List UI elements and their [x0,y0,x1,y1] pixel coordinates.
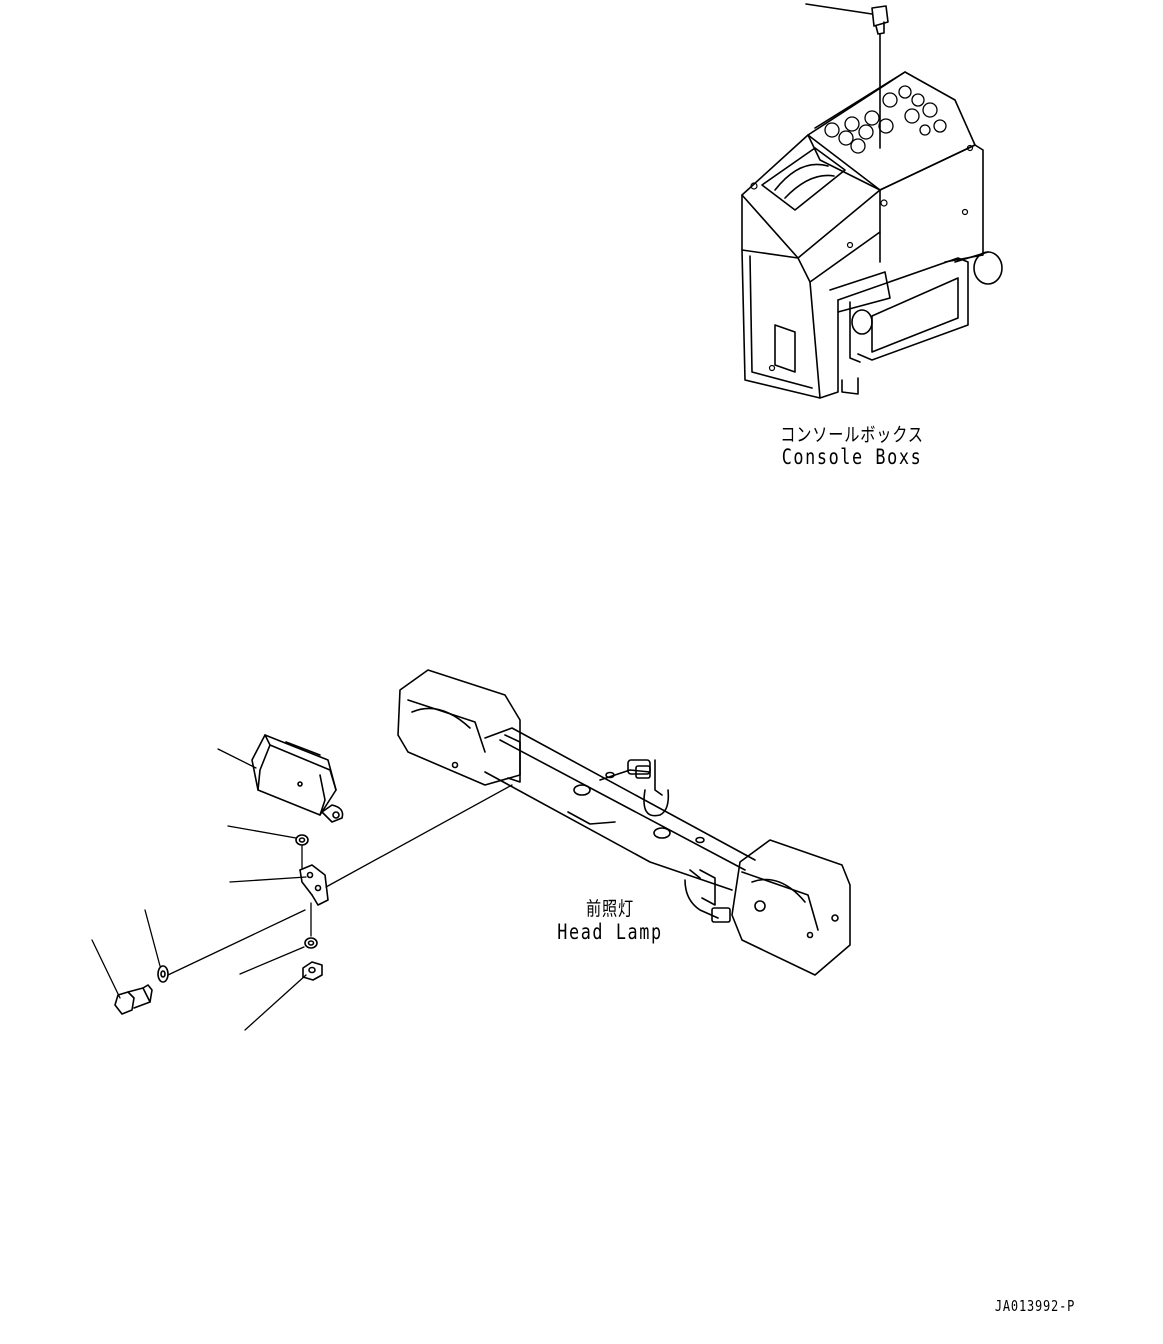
hex-bolt [114,984,153,1015]
leader-lines [91,748,513,1031]
lock-washer [304,937,318,949]
console-box-label-en: Console Boxs [781,445,923,469]
lamp-washer [295,834,309,846]
head-lamp-label-ja: 前照灯 [585,898,634,920]
console-box-label-ja: コンソールボックス [780,424,924,446]
console-box [741,3,1003,399]
head-lamp-label-en: Head Lamp [557,920,663,944]
front-frame [397,669,851,976]
head-lamp [251,734,344,823]
hex-nut [302,961,323,981]
flat-washer [157,965,169,983]
drawing-number: JA013992-P [994,1297,1076,1315]
lamp-bracket [299,864,329,906]
